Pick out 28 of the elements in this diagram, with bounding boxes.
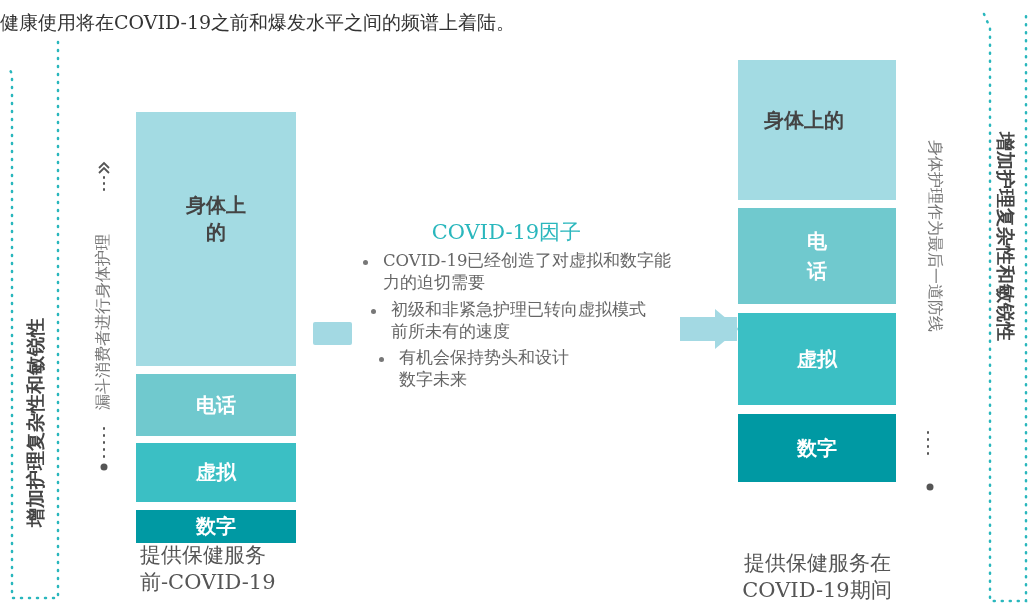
bar-segment [738, 414, 896, 482]
bar-segment [738, 208, 896, 304]
segment-label: 虚拟 [196, 459, 236, 486]
note-text: 健康使用将在COVID-19之前和爆发水平之间的频谱上着陆。 [0, 10, 516, 35]
block-arrow [680, 309, 739, 349]
vertical-label: 增加护理复杂性和敏锐性 [23, 317, 47, 527]
segment-label: 数字 [196, 513, 236, 540]
caption-text: 提供保健服务前-COVID-19 [140, 542, 277, 597]
bullet-text: COVID-19已经创造了对虚拟和数字能力的迫切需要 [383, 250, 673, 295]
bullet-text: 初级和非紧急护理已转向虚拟模式前所未有的速度 [391, 298, 647, 343]
section-heading: COVID-19因子 [430, 219, 583, 246]
bar-segment [738, 313, 896, 405]
vertical-label: 身体护理作为最后一道防线 [924, 140, 945, 332]
bar-segment [136, 112, 296, 366]
bar-segment [136, 374, 296, 436]
segment-label: 电话 [196, 391, 236, 419]
segment-label: 身体上的 [185, 192, 247, 246]
bar-segment [738, 60, 896, 200]
segment-label: 虚拟 [797, 345, 837, 373]
vertical-label: 漏斗消费者进行身体护理 [92, 234, 113, 410]
bar-segment [136, 443, 296, 502]
bar-segment [136, 510, 296, 543]
vertical-label: 增加护理复杂性和敏锐性 [994, 131, 1018, 341]
segment-label: 电话 [805, 228, 828, 285]
bullet-text: 有机会保持势头和设计数字未来 [399, 347, 570, 392]
segment-label: 数字 [797, 434, 837, 462]
segment-label: 身体上的 [763, 106, 844, 134]
caption-text: 提供保健服务在COVID-19期间 [741, 550, 893, 605]
